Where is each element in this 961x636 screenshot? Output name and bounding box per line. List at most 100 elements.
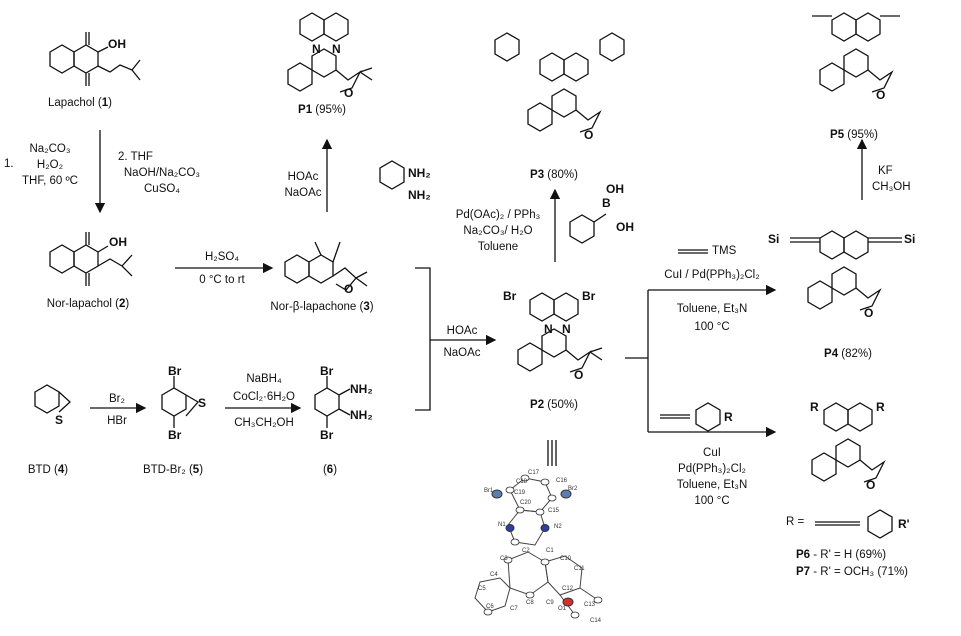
reagent-aryl-alkyne-icon bbox=[660, 402, 721, 432]
p5-structure bbox=[812, 12, 900, 93]
cond-p6-d: 100 °C bbox=[694, 495, 730, 507]
cond-p3-a: Pd(OAc)₂ / PPh₃ bbox=[455, 209, 541, 221]
crystal-atom-label: C15 bbox=[548, 508, 560, 514]
crystal-atom-label: C11 bbox=[574, 566, 585, 572]
atom-r-b: R bbox=[876, 400, 885, 414]
cond-br2: Br₂ bbox=[109, 393, 125, 405]
crystal-atom-label: C4 bbox=[490, 572, 498, 578]
cond-p3-b: Na₂CO₃/ H₂O bbox=[463, 225, 533, 237]
cond-h2so4-temp: 0 °C to rt bbox=[199, 274, 245, 286]
atom-nh2-6a: NH₂ bbox=[350, 382, 373, 396]
nor-beta-lapachone-structure bbox=[284, 241, 368, 291]
label-p7: P7 - R' = OCH₃ (71%) bbox=[796, 566, 909, 578]
crystal-atom-label: C2 bbox=[522, 548, 530, 554]
label-lapachol: Lapachol (1) bbox=[48, 97, 112, 109]
p1-structure bbox=[287, 12, 373, 93]
cond-step2-c: CuSO₄ bbox=[143, 183, 181, 195]
crystal-atom-label: C6 bbox=[486, 604, 494, 610]
cond-step1-num: 1. bbox=[4, 158, 14, 170]
atom-n-p1a: N bbox=[312, 42, 321, 56]
atom-nh2-r1: NH₂ bbox=[408, 166, 431, 180]
crystal-atom-label: C18 bbox=[516, 479, 528, 485]
cond-p5-b: CH₃OH bbox=[872, 181, 911, 193]
atom-o-p4: O bbox=[864, 306, 874, 320]
cond-cocl2: CoCl₂·6H₂O bbox=[233, 391, 295, 403]
crystal-atom-label: N1 bbox=[498, 522, 506, 528]
atom-o-p2: O bbox=[574, 368, 584, 382]
atom-rp: R' bbox=[898, 517, 910, 531]
lapachol-structure bbox=[49, 32, 141, 86]
atom-s-4: S bbox=[55, 413, 64, 427]
crystal-atom-label: Br1 bbox=[484, 488, 494, 494]
cond-step1-a: Na₂CO₃ bbox=[29, 143, 71, 155]
cond-p4-c: 100 °C bbox=[694, 321, 730, 333]
cond-step2-a: 2. THF bbox=[118, 151, 153, 163]
diamine-6-structure bbox=[314, 376, 351, 428]
label-p2: P2 (50%) bbox=[530, 399, 578, 411]
label-p5: P5 (95%) bbox=[830, 129, 878, 141]
cond-p2-b: NaOAc bbox=[443, 347, 481, 359]
atom-oh-1: OH bbox=[108, 37, 126, 51]
atom-o-p1: O bbox=[344, 86, 354, 100]
atom-n-p2a: N bbox=[544, 322, 553, 336]
atom-br-6a: Br bbox=[320, 364, 334, 378]
crystal-atom-label: C3 bbox=[500, 556, 508, 562]
label-p1: P1 (95%) bbox=[298, 104, 346, 116]
cond-etoh: CH₃CH₂OH bbox=[234, 417, 294, 429]
equivalence-mark bbox=[547, 440, 557, 466]
atom-br-p2a: Br bbox=[503, 289, 517, 303]
cond-step2-b: NaOH/Na₂CO₃ bbox=[123, 167, 201, 179]
crystal-atom-label: C9 bbox=[546, 600, 554, 606]
reagent-tms-alkyne-icon bbox=[678, 249, 708, 254]
atom-r-a: R bbox=[810, 400, 819, 414]
crystal-atom-label: N2 bbox=[554, 524, 562, 530]
label-nor-lapachol: Nor-lapachol (2) bbox=[46, 298, 130, 310]
label-nor-beta-lapachone: Nor-β-lapachone (3) bbox=[270, 301, 374, 313]
cond-p3-c: Toluene bbox=[477, 241, 519, 253]
cond-p1-a: HOAc bbox=[287, 171, 319, 183]
cond-p4-b: Toluene, Et₃N bbox=[676, 303, 748, 315]
atom-br-5b: Br bbox=[168, 428, 182, 442]
atom-s-5: S bbox=[198, 396, 207, 410]
crystal-atom-label: C14 bbox=[590, 618, 602, 624]
p4-structure bbox=[790, 230, 902, 311]
atom-o-p3: O bbox=[584, 128, 594, 142]
crystal-atom-label: Br2 bbox=[568, 486, 578, 492]
label-p3: P3 (80%) bbox=[530, 169, 578, 181]
crystal-structure-image bbox=[474, 474, 603, 619]
atom-si-b: Si bbox=[904, 232, 916, 246]
atom-br-6b: Br bbox=[320, 428, 334, 442]
cond-p4-a: CuI / Pd(PPh₃)₂Cl₂ bbox=[664, 269, 760, 281]
btd-structure bbox=[34, 384, 71, 414]
cond-p6-b: Pd(PPh₃)₂Cl₂ bbox=[678, 463, 746, 475]
reagent-diamine-icon bbox=[379, 160, 405, 190]
crystal-atom-label: C16 bbox=[556, 478, 568, 484]
atom-oh-b2: OH bbox=[616, 220, 634, 234]
reagent-boronic-acid-icon bbox=[569, 213, 607, 244]
crystal-atom-label: C12 bbox=[562, 586, 574, 592]
crystal-atom-label: O1 bbox=[558, 606, 567, 612]
p2-structure bbox=[517, 292, 603, 373]
crystal-atom-label: C8 bbox=[526, 600, 534, 606]
crystal-atom-label: C17 bbox=[528, 470, 540, 476]
crystal-atom-label: C13 bbox=[584, 602, 596, 608]
label-p4: P4 (82%) bbox=[824, 348, 872, 360]
crystal-atom-label: C5 bbox=[478, 586, 486, 592]
atom-br-p2b: Br bbox=[582, 289, 596, 303]
cond-p6-c: Toluene, Et₃N bbox=[676, 479, 748, 491]
atom-oh-b1: OH bbox=[606, 182, 624, 196]
cond-hbr: HBr bbox=[107, 415, 127, 427]
label-compound-6: (6) bbox=[322, 464, 338, 476]
label-r-definition: R = bbox=[786, 516, 805, 528]
cond-step1-b: H₂O₂ bbox=[36, 159, 64, 171]
cond-p2-a: HOAc bbox=[446, 325, 478, 337]
atom-n-p2b: N bbox=[562, 322, 571, 336]
atom-r-reagent: R bbox=[724, 410, 733, 424]
atom-o-3: O bbox=[344, 282, 354, 296]
crystal-atom-label: C1 bbox=[546, 548, 554, 554]
nor-lapachol-structure bbox=[49, 232, 133, 286]
crystal-atom-label: C7 bbox=[510, 606, 518, 612]
p3-structure bbox=[494, 32, 625, 133]
p6-p7-structure bbox=[811, 402, 893, 539]
